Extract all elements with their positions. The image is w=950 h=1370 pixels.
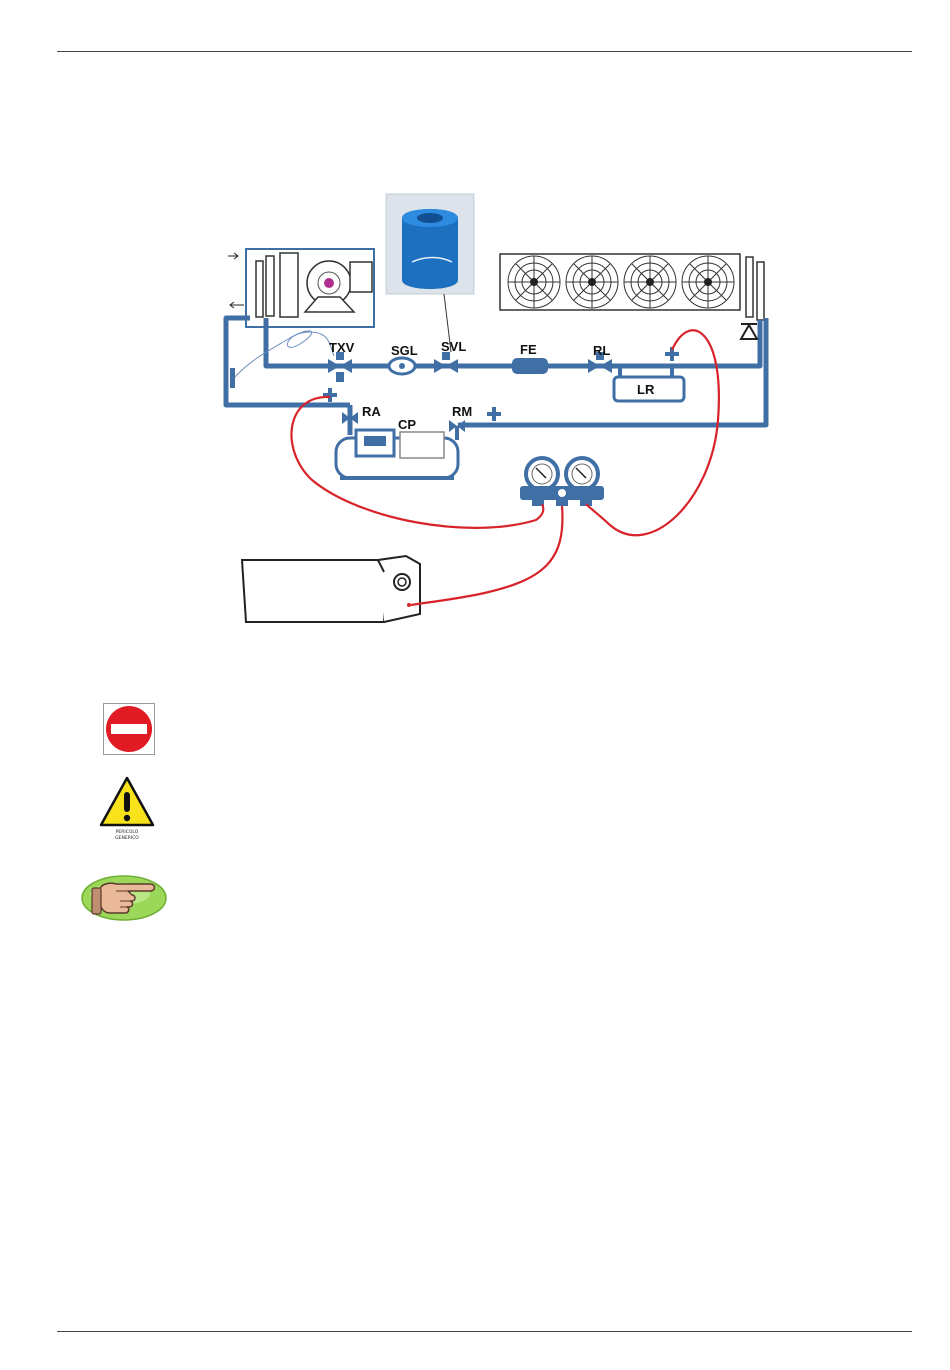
label-fe: FE	[520, 342, 537, 357]
sight-glass	[389, 358, 415, 374]
label-rm: RM	[452, 404, 472, 419]
label-sgl: SGL	[391, 343, 418, 358]
solenoid-valve	[434, 352, 458, 373]
pointing-hand-icon	[80, 872, 168, 922]
label-txv: TXV	[329, 340, 355, 355]
manifold-gauge	[520, 458, 604, 506]
warning-line-1: PERICOLO	[116, 829, 139, 835]
label-rl: RL	[593, 343, 610, 358]
warning-sign: PERICOLO GENERICO	[98, 775, 156, 843]
label-ra: RA	[362, 404, 381, 419]
condenser-fans	[500, 254, 764, 320]
filter-drier	[512, 358, 548, 374]
recovery-unit	[242, 556, 420, 622]
label-lr: LR	[637, 382, 655, 397]
capillary-tube	[234, 331, 334, 378]
evaporator-unit	[228, 249, 374, 327]
label-cp: CP	[398, 417, 416, 432]
filter-photo	[386, 194, 474, 352]
sensor-bulb	[230, 368, 235, 388]
warning-line-2: GENERICO	[115, 835, 139, 841]
check-valve	[741, 324, 757, 339]
no-entry-icon	[103, 703, 155, 755]
warning-icon: PERICOLO GENERICO	[98, 775, 156, 843]
label-svl: SVL	[441, 339, 466, 354]
